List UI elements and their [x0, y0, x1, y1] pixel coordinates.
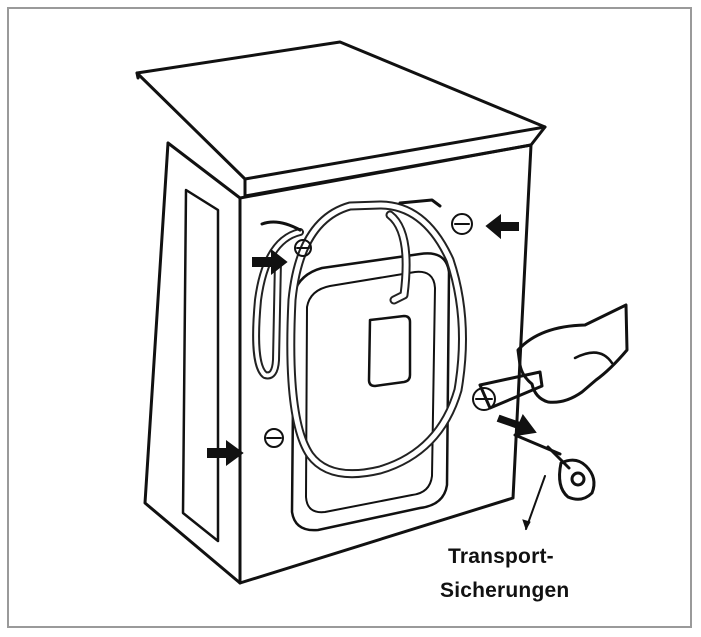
machine-left-side: [143, 141, 242, 585]
arrow-icon: [252, 248, 288, 276]
transport-bolt-bottom-left: [264, 428, 284, 448]
hand: [516, 303, 629, 404]
wrench: [478, 370, 544, 410]
callout-label-line1: Transport-: [448, 545, 554, 568]
back-cover-outer: [290, 252, 451, 532]
callout-label-line2: Sicherungen: [440, 579, 570, 602]
machine-top: [135, 40, 547, 181]
transport-bolt-bottom-right: [472, 387, 496, 411]
arrow-icon: [496, 414, 537, 437]
callout-line: [525, 475, 546, 530]
machine-back-panel: [238, 143, 533, 585]
callout-label: Transport- Sicherungen: [440, 540, 569, 608]
transport-bolt-icon: [513, 433, 596, 501]
arrow-icon: [485, 213, 519, 240]
transport-bolt-top-left: [294, 239, 312, 257]
arrow-icon: [207, 440, 244, 466]
transport-bolt-top-right: [451, 213, 473, 235]
image-frame: [7, 7, 692, 628]
